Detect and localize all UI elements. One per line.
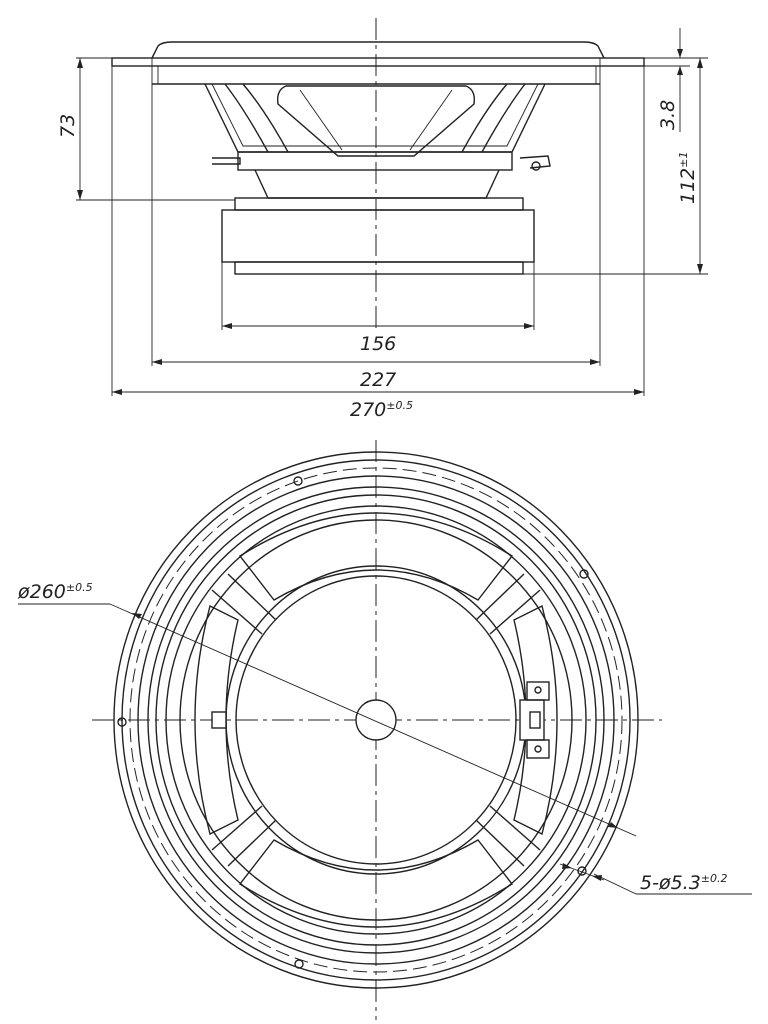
left-tab bbox=[211, 711, 227, 729]
svg-text:112±1: 112±1 bbox=[677, 152, 699, 204]
side-view: 73 3.8 112±1 156 bbox=[57, 18, 708, 421]
dim-73-label: 73 bbox=[57, 114, 79, 138]
dim-156-label: 156 bbox=[360, 333, 396, 355]
dim-holes-tol: ±0.2 bbox=[701, 872, 728, 885]
dim-3-8-label: 3.8 bbox=[657, 100, 679, 130]
dim-overall-width: 270±0.5 bbox=[112, 389, 644, 421]
dim-holes-label: 5-ø5.3 bbox=[640, 872, 701, 894]
mounting-flange bbox=[111, 57, 645, 67]
dim-magnet-width: 156 bbox=[222, 323, 534, 355]
dim-diameter-prefix: ø bbox=[17, 581, 30, 603]
dim-112-label: 112 bbox=[677, 168, 699, 204]
dim-frame-width: 227 bbox=[152, 359, 600, 391]
svg-text:5-ø5.3±0.2: 5-ø5.3±0.2 bbox=[640, 872, 728, 894]
surround-inner bbox=[165, 505, 587, 935]
dust-cap bbox=[355, 699, 397, 741]
dim-260-tol: ±0.5 bbox=[66, 581, 93, 594]
dim-flange-thickness: 3.8 bbox=[657, 28, 683, 132]
basket-spokes bbox=[179, 512, 573, 928]
mounting-holes bbox=[117, 476, 589, 969]
dim-270-tol: ±0.5 bbox=[386, 399, 413, 412]
dim-112-tol: ±1 bbox=[677, 152, 690, 168]
magnet-taper bbox=[254, 169, 500, 199]
mounting-hole bbox=[294, 959, 304, 969]
dim-holes: 5-ø5.3±0.2 bbox=[559, 863, 752, 895]
mounting-hole bbox=[117, 717, 127, 727]
dim-diameter: ø260±0.5 bbox=[17, 581, 637, 837]
cone-inner bbox=[235, 575, 517, 865]
terminal-block bbox=[519, 681, 550, 759]
magnet-assembly bbox=[221, 197, 535, 275]
outer-rim bbox=[113, 451, 639, 989]
dim-260-label: 260 bbox=[30, 581, 66, 603]
basket-frame bbox=[204, 83, 551, 171]
svg-text:270±0.5: 270±0.5 bbox=[350, 399, 413, 421]
mounting-hole bbox=[293, 476, 303, 486]
surround-top bbox=[151, 41, 605, 59]
dim-270-label: 270 bbox=[350, 399, 386, 421]
dim-227-label: 227 bbox=[360, 369, 396, 391]
svg-text:ø260±0.5: ø260±0.5 bbox=[17, 581, 93, 603]
dim-frame-height: 73 bbox=[57, 58, 83, 200]
dim-total-height: 112±1 bbox=[677, 58, 703, 274]
front-view: ø260±0.5 5-ø5.3±0.2 bbox=[17, 440, 752, 1020]
mounting-hole bbox=[579, 569, 589, 579]
hole-pitch-circle bbox=[129, 467, 623, 973]
surround-outer bbox=[147, 486, 605, 954]
